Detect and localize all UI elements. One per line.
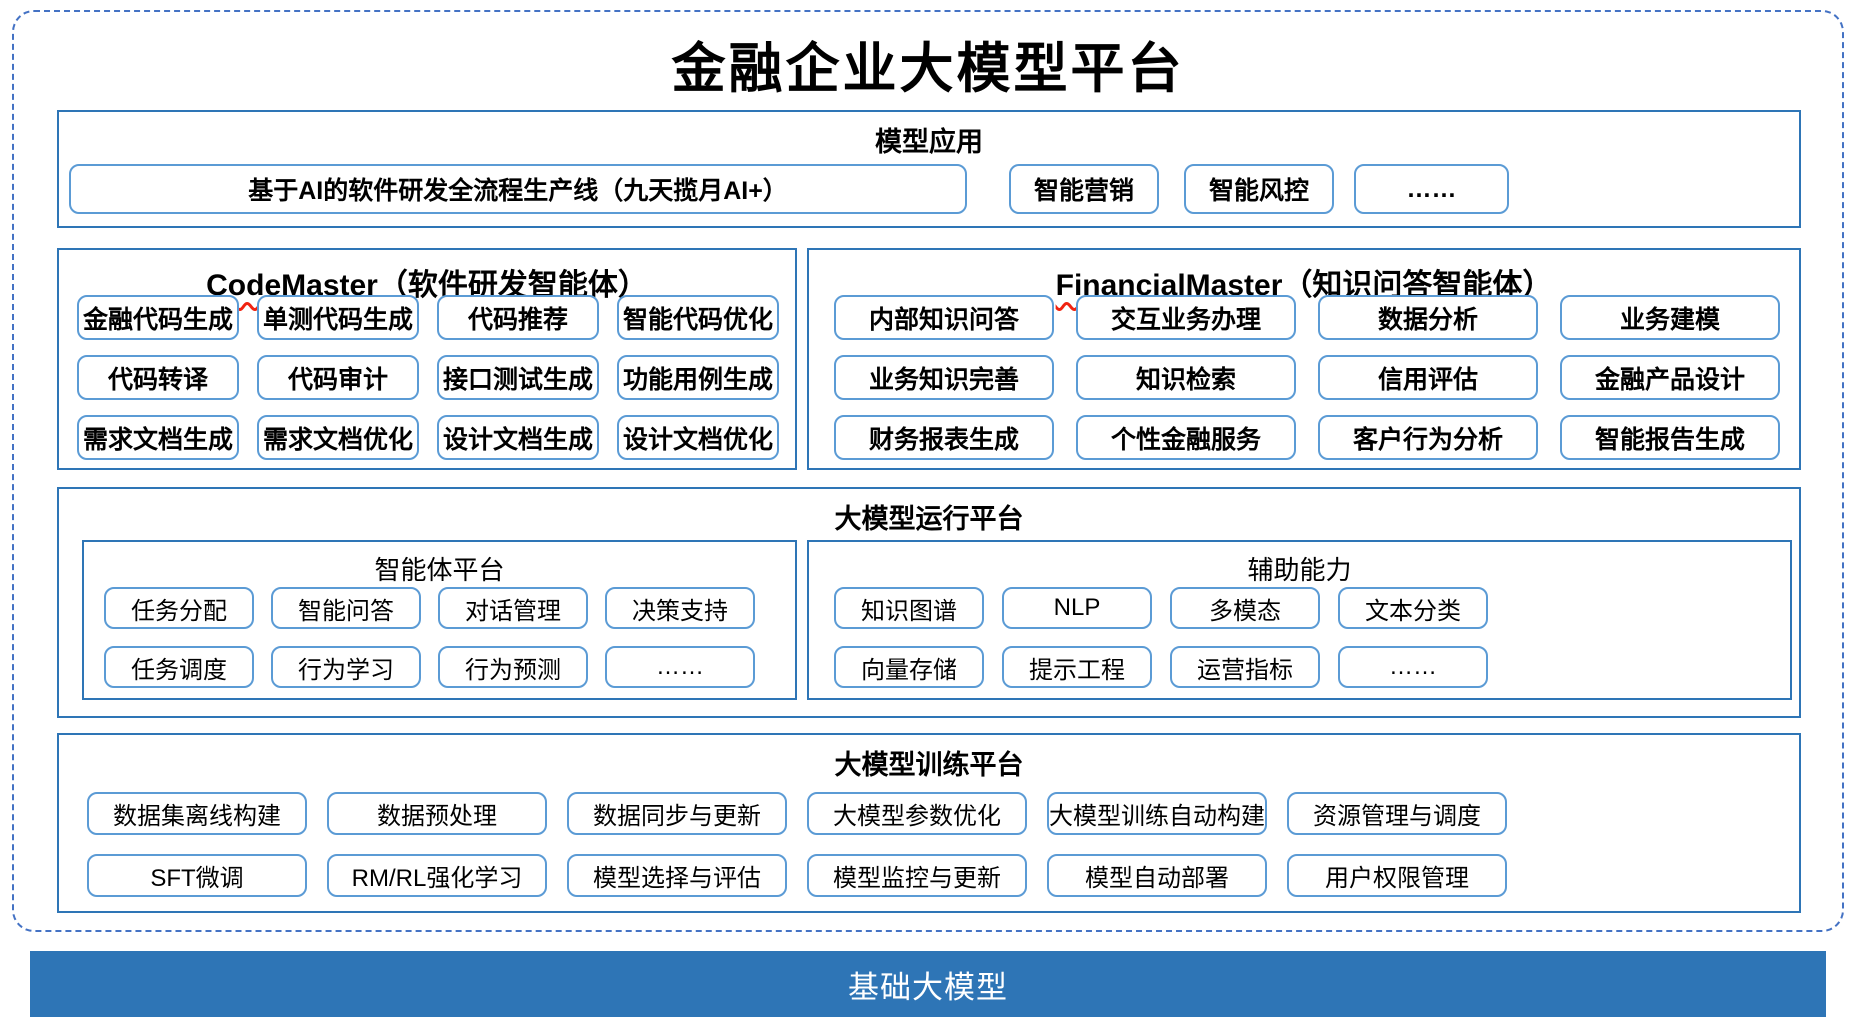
financialmaster-item: 内部知识问答 [834, 295, 1054, 340]
financialmaster-section: FinancialMaster（知识问答智能体） 内部知识问答 交互业务办理 数… [807, 248, 1801, 470]
codemaster-item: 代码转译 [77, 355, 239, 400]
aux-capability-item: …… [1338, 646, 1488, 688]
codemaster-items-grid: 金融代码生成 单测代码生成 代码推荐 智能代码优化 代码转译 代码审计 接口测试… [77, 295, 779, 460]
model-application-header: 模型应用 [875, 127, 983, 157]
codemaster-section: CodeMaster（软件研发智能体） 金融代码生成 单测代码生成 代码推荐 智… [57, 248, 797, 470]
codemaster-item: 智能代码优化 [617, 295, 779, 340]
codemaster-item: 设计文档生成 [437, 415, 599, 460]
app-item-risk-control: 智能风控 [1184, 164, 1334, 214]
training-platform-section: 大模型训练平台 数据集离线构建 数据预处理 数据同步与更新 大模型参数优化 大模… [57, 733, 1801, 913]
agent-platform-title: 智能体平台 [374, 555, 505, 585]
app-item-marketing: 智能营销 [1009, 164, 1159, 214]
training-item: 数据同步与更新 [567, 792, 787, 835]
training-item: RM/RL强化学习 [327, 854, 547, 897]
codemaster-item: 金融代码生成 [77, 295, 239, 340]
aux-capability-item: 运营指标 [1170, 646, 1320, 688]
financialmaster-item: 客户行为分析 [1318, 415, 1538, 460]
financialmaster-item: 业务知识完善 [834, 355, 1054, 400]
agent-platform-item: 任务分配 [104, 587, 254, 629]
training-item: 数据集离线构建 [87, 792, 307, 835]
training-platform-header: 大模型训练平台 [834, 750, 1024, 780]
agent-platform-item: 对话管理 [438, 587, 588, 629]
codemaster-item: 单测代码生成 [257, 295, 419, 340]
foundation-model-bar: 基础大模型 [30, 951, 1826, 1017]
codemaster-item: 需求文档生成 [77, 415, 239, 460]
agent-platform-item: 决策支持 [605, 587, 755, 629]
agent-platform-item: 智能问答 [271, 587, 421, 629]
training-item: 用户权限管理 [1287, 854, 1507, 897]
app-item-pipeline: 基于AI的软件研发全流程生产线（九天揽月AI+） [69, 164, 967, 214]
app-item-ellipsis: …… [1354, 164, 1509, 214]
financialmaster-item: 数据分析 [1318, 295, 1538, 340]
financialmaster-items-grid: 内部知识问答 交互业务办理 数据分析 业务建模 业务知识完善 知识检索 信用评估… [834, 295, 1780, 460]
financialmaster-item: 业务建模 [1560, 295, 1780, 340]
model-application-section: 模型应用 基于AI的软件研发全流程生产线（九天揽月AI+） 智能营销 智能风控 … [57, 110, 1801, 228]
agent-platform-item: 任务调度 [104, 646, 254, 688]
training-item: 资源管理与调度 [1287, 792, 1507, 835]
financialmaster-item: 交互业务办理 [1076, 295, 1296, 340]
training-item: 大模型训练自动构建 [1047, 792, 1267, 835]
agent-platform-item: 行为学习 [271, 646, 421, 688]
agent-platform-item: …… [605, 646, 755, 688]
aux-capability-item: NLP [1002, 587, 1152, 629]
aux-capability-item: 向量存储 [834, 646, 984, 688]
aux-capability-title: 辅助能力 [1247, 555, 1352, 585]
aux-capability-item: 知识图谱 [834, 587, 984, 629]
codemaster-item: 设计文档优化 [617, 415, 779, 460]
aux-capability-grid: 知识图谱 NLP 多模态 文本分类 向量存储 提示工程 运营指标 …… [834, 587, 1488, 688]
financialmaster-item: 智能报告生成 [1560, 415, 1780, 460]
financialmaster-item: 财务报表生成 [834, 415, 1054, 460]
training-item: 数据预处理 [327, 792, 547, 835]
page-title: 金融企业大模型平台 [671, 36, 1185, 100]
runtime-platform-header: 大模型运行平台 [834, 504, 1024, 534]
foundation-model-label: 基础大模型 [848, 969, 1008, 1005]
agent-platform-grid: 任务分配 智能问答 对话管理 决策支持 任务调度 行为学习 行为预测 …… [104, 587, 755, 688]
training-item: 模型选择与评估 [567, 854, 787, 897]
training-items-grid: 数据集离线构建 数据预处理 数据同步与更新 大模型参数优化 大模型训练自动构建 … [87, 792, 1507, 897]
aux-capability-item: 多模态 [1170, 587, 1320, 629]
aux-capability-box: 辅助能力 知识图谱 NLP 多模态 文本分类 向量存储 提示工程 运营指标 …… [807, 540, 1792, 700]
outer-dashed-border [12, 10, 1844, 932]
runtime-platform-section: 大模型运行平台 智能体平台 任务分配 智能问答 对话管理 决策支持 任务调度 行… [57, 487, 1801, 718]
financialmaster-item: 信用评估 [1318, 355, 1538, 400]
training-item: 模型监控与更新 [807, 854, 1027, 897]
agent-platform-item: 行为预测 [438, 646, 588, 688]
financialmaster-item: 个性金融服务 [1076, 415, 1296, 460]
codemaster-item: 代码推荐 [437, 295, 599, 340]
codemaster-item: 功能用例生成 [617, 355, 779, 400]
training-item: 大模型参数优化 [807, 792, 1027, 835]
codemaster-item: 接口测试生成 [437, 355, 599, 400]
aux-capability-item: 文本分类 [1338, 587, 1488, 629]
financialmaster-item: 金融产品设计 [1560, 355, 1780, 400]
agent-platform-box: 智能体平台 任务分配 智能问答 对话管理 决策支持 任务调度 行为学习 行为预测… [82, 540, 797, 700]
financialmaster-item: 知识检索 [1076, 355, 1296, 400]
training-item: 模型自动部署 [1047, 854, 1267, 897]
codemaster-item: 需求文档优化 [257, 415, 419, 460]
training-item: SFT微调 [87, 854, 307, 897]
codemaster-item: 代码审计 [257, 355, 419, 400]
aux-capability-item: 提示工程 [1002, 646, 1152, 688]
